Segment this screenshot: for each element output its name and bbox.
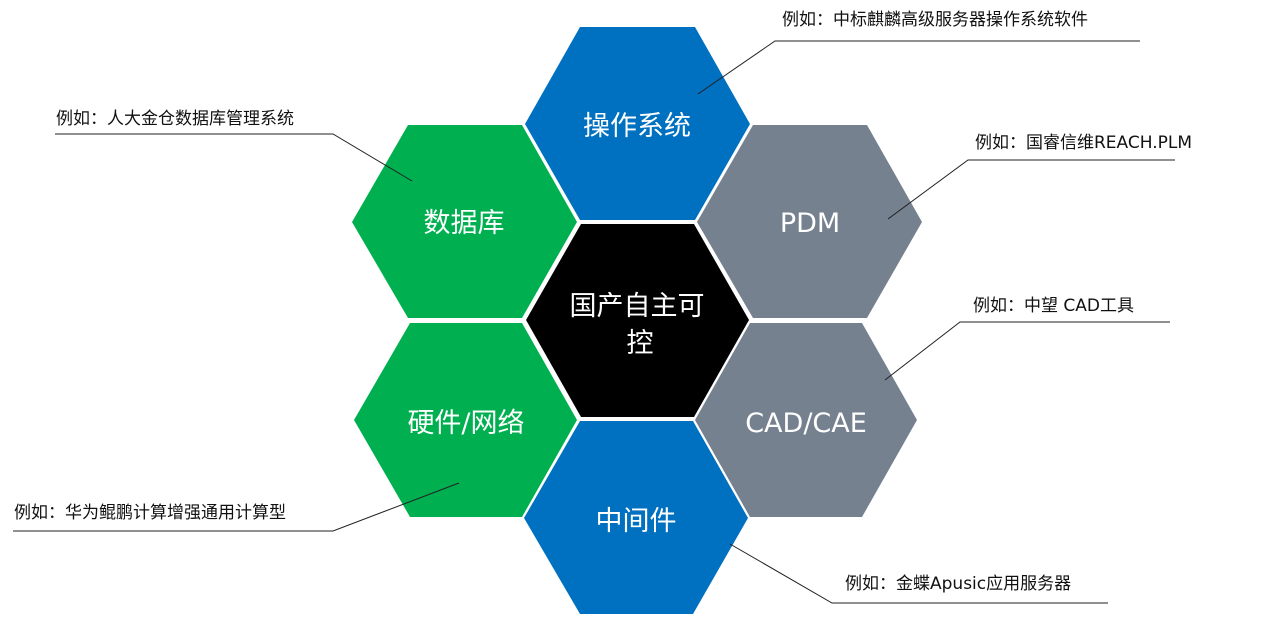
leader-line-hardware [13,482,460,532]
hexagon-database [352,125,577,318]
hexagon-hardware-label: 硬件/网络 [407,408,524,439]
hexagon-pdm-label: PDM [780,208,840,239]
hexagon-middleware-label: 中间件 [596,506,677,537]
leader-line-cad [884,321,1170,381]
hexagon-pdm [697,125,922,318]
note-database-example: 例如：人大金仓数据库管理系统 [56,109,294,129]
hexagon-cad [695,323,917,517]
hexagon-os-label: 操作系统 [583,111,691,142]
leader-line-os [697,40,1140,95]
note-os-example: 例如：中标麒麟高级服务器操作系统软件 [782,10,1088,30]
hexagon-cad-label: CAD/CAE [745,408,867,439]
hexagon-middleware [524,421,748,614]
hexagon-database-label: 数据库 [424,208,505,239]
hexagon-center-label-line1: 国产自主可 [570,291,705,322]
hexagon-hardware [354,323,577,517]
hexagon-os [525,27,750,220]
hexagon-center-label-line2: 控 [627,328,654,359]
leader-line-middleware [729,543,1108,604]
note-pdm-example: 例如：国睿信维REACH.PLM [975,133,1192,153]
note-cad-example: 例如：中望 CAD工具 [973,296,1134,316]
hexagon-center [526,224,749,417]
note-hardware-example: 例如：华为鲲鹏计算增强通用计算型 [14,503,286,523]
note-middleware-example: 例如：金蝶Apusic应用服务器 [845,574,1071,594]
leader-line-pdm [887,159,1175,220]
leader-line-database [55,133,413,182]
